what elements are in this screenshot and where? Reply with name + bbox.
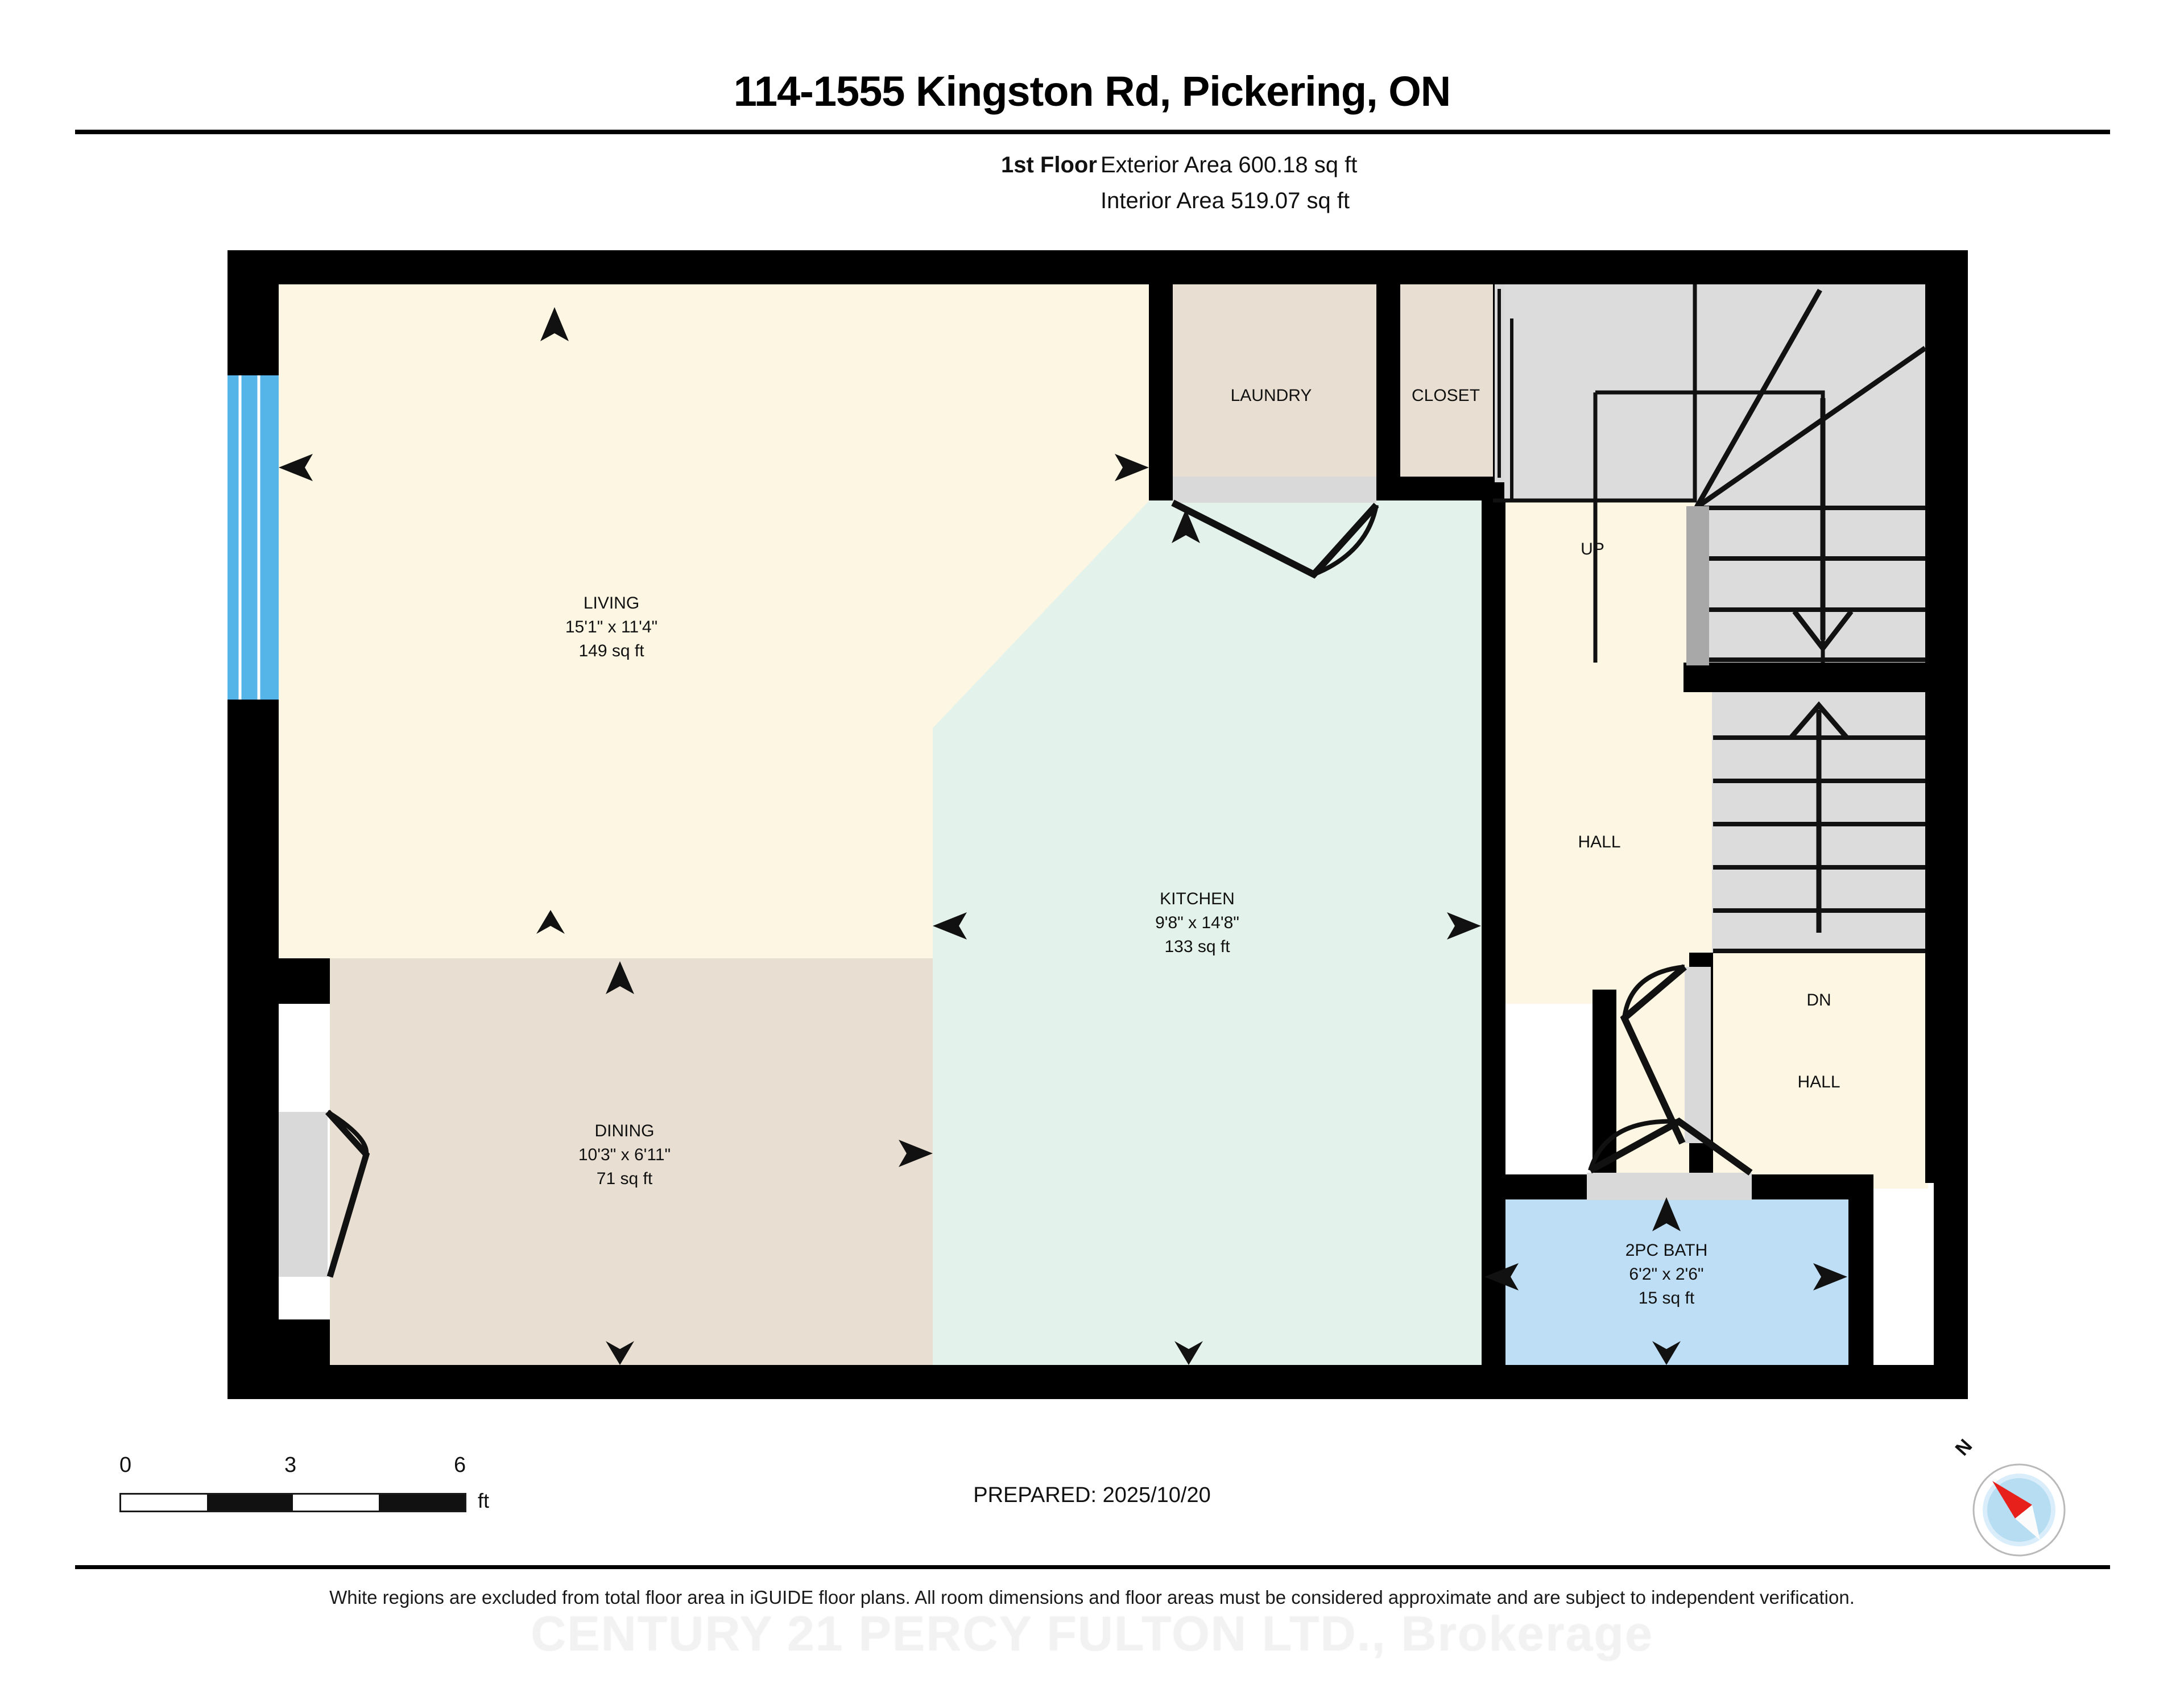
wall-stair-right (1925, 284, 1937, 1183)
room-fill-dining (330, 958, 933, 1365)
compass-needle-south (2015, 1505, 2040, 1540)
scale-unit-label: ft (478, 1489, 490, 1512)
floor-interior-row: Interior Area 519.07 sq ft (1001, 188, 1797, 214)
room-area-bath: 15 sq ft (1639, 1289, 1695, 1308)
stair-run-upper (1695, 284, 1925, 677)
window-living-left (228, 375, 279, 700)
scale-segment-4 (379, 1495, 465, 1511)
room-name-kitchen: KITCHEN (1160, 889, 1235, 908)
room-fill-bath (1484, 1197, 1848, 1365)
title-divider (75, 130, 2110, 134)
interior-area-value: Interior Area 519.07 sq ft (1101, 188, 1350, 213)
stair-label-dn: DN (1806, 991, 1831, 1010)
room-area-living: 149 sq ft (578, 642, 644, 660)
floor-plan: LIVING 15'1" x 11'4" 149 sq ft KITCHEN 9… (228, 250, 1968, 1399)
room-name-laundry: LAUNDRY (1231, 386, 1312, 405)
wall-left-lower-bottom (228, 1354, 330, 1399)
room-dim-bath: 6'2" x 2'6" (1629, 1265, 1703, 1284)
prepared-date: PREPARED: 2025/10/20 (973, 1483, 1211, 1507)
brokerage-watermark: CENTURY 21 PERCY FULTON LTD., Brokerage (531, 1607, 1653, 1661)
exterior-area-value: Exterior Area 600.18 sq ft (1101, 152, 1358, 177)
scale-segment-1 (121, 1495, 207, 1511)
door-hall (1620, 964, 1711, 1145)
scale-segment-3 (293, 1495, 379, 1511)
door-laundry (1171, 477, 1379, 579)
room-label-kitchen: KITCHEN 9'8" x 14'8" 133 sq ft (1155, 889, 1239, 956)
room-area-dining: 71 sq ft (597, 1169, 653, 1188)
room-name-hall-upper: HALL (1578, 833, 1620, 851)
room-fill-kitchen (933, 489, 1482, 1365)
room-label-bath: 2PC BATH 6'2" x 2'6" 15 sq ft (1625, 1241, 1707, 1308)
stairs-upper (1493, 284, 1927, 665)
disclaimer-text: White regions are excluded from total fl… (329, 1587, 1855, 1608)
floor-label: 1st Floor (1001, 152, 1097, 177)
compass-rose: N (1951, 1435, 2073, 1564)
room-dim-living: 15'1" x 11'4" (565, 618, 657, 636)
stair-label-up: UP (1581, 540, 1604, 558)
room-name-closet: CLOSET (1412, 386, 1480, 405)
compass-needle-north (1992, 1481, 2032, 1519)
scale-segment-2 (207, 1495, 293, 1511)
door-bath (1587, 1117, 1753, 1200)
footer-divider (75, 1565, 2110, 1569)
scale-tick-0: 0 (119, 1453, 132, 1477)
room-dim-dining: 10'3" x 6'11" (578, 1145, 671, 1164)
room-name-hall-lower: HALL (1797, 1073, 1840, 1091)
room-name-dining: DINING (595, 1122, 655, 1140)
room-fill-laundry (1172, 284, 1376, 486)
wall-laundry-left (1149, 284, 1173, 500)
wall-laundry-right (1376, 284, 1400, 500)
scale-bar (119, 1493, 466, 1512)
page-title: 114-1555 Kingston Rd, Pickering, ON (733, 68, 1451, 115)
room-label-dining: DINING 10'3" x 6'11" 71 sq ft (578, 1122, 671, 1188)
room-fill-hall-upper (1482, 500, 1712, 1189)
floor-summary: 1st Floor Exterior Area 600.18 sq ft Int… (1001, 152, 1797, 224)
room-label-living: LIVING 15'1" x 11'4" 149 sq ft (565, 594, 657, 660)
wall-stair-divider (1684, 663, 1934, 692)
room-fill-hall-lower (1712, 953, 1928, 1189)
wall-kitchen-right (1482, 500, 1505, 1365)
room-name-bath: 2PC BATH (1625, 1241, 1707, 1260)
scale-tick-3: 3 (284, 1453, 297, 1477)
wall-bath-right (1848, 1174, 1873, 1368)
door-closet-slider (1495, 284, 1513, 500)
view-direction-markers (279, 307, 1847, 1365)
room-fill-living (279, 284, 1160, 958)
room-fill-closet (1399, 284, 1493, 486)
stairs-lower (1713, 701, 1925, 953)
floor-exterior-row: 1st Floor Exterior Area 600.18 sq ft (1001, 152, 1797, 178)
wall-left-lower (228, 958, 279, 1391)
door-dining-entry (279, 1110, 370, 1278)
room-dim-kitchen: 9'8" x 14'8" (1155, 913, 1239, 932)
scale-tick-6: 6 (454, 1453, 466, 1477)
room-area-kitchen: 133 sq ft (1164, 937, 1230, 956)
room-name-living: LIVING (584, 594, 639, 613)
